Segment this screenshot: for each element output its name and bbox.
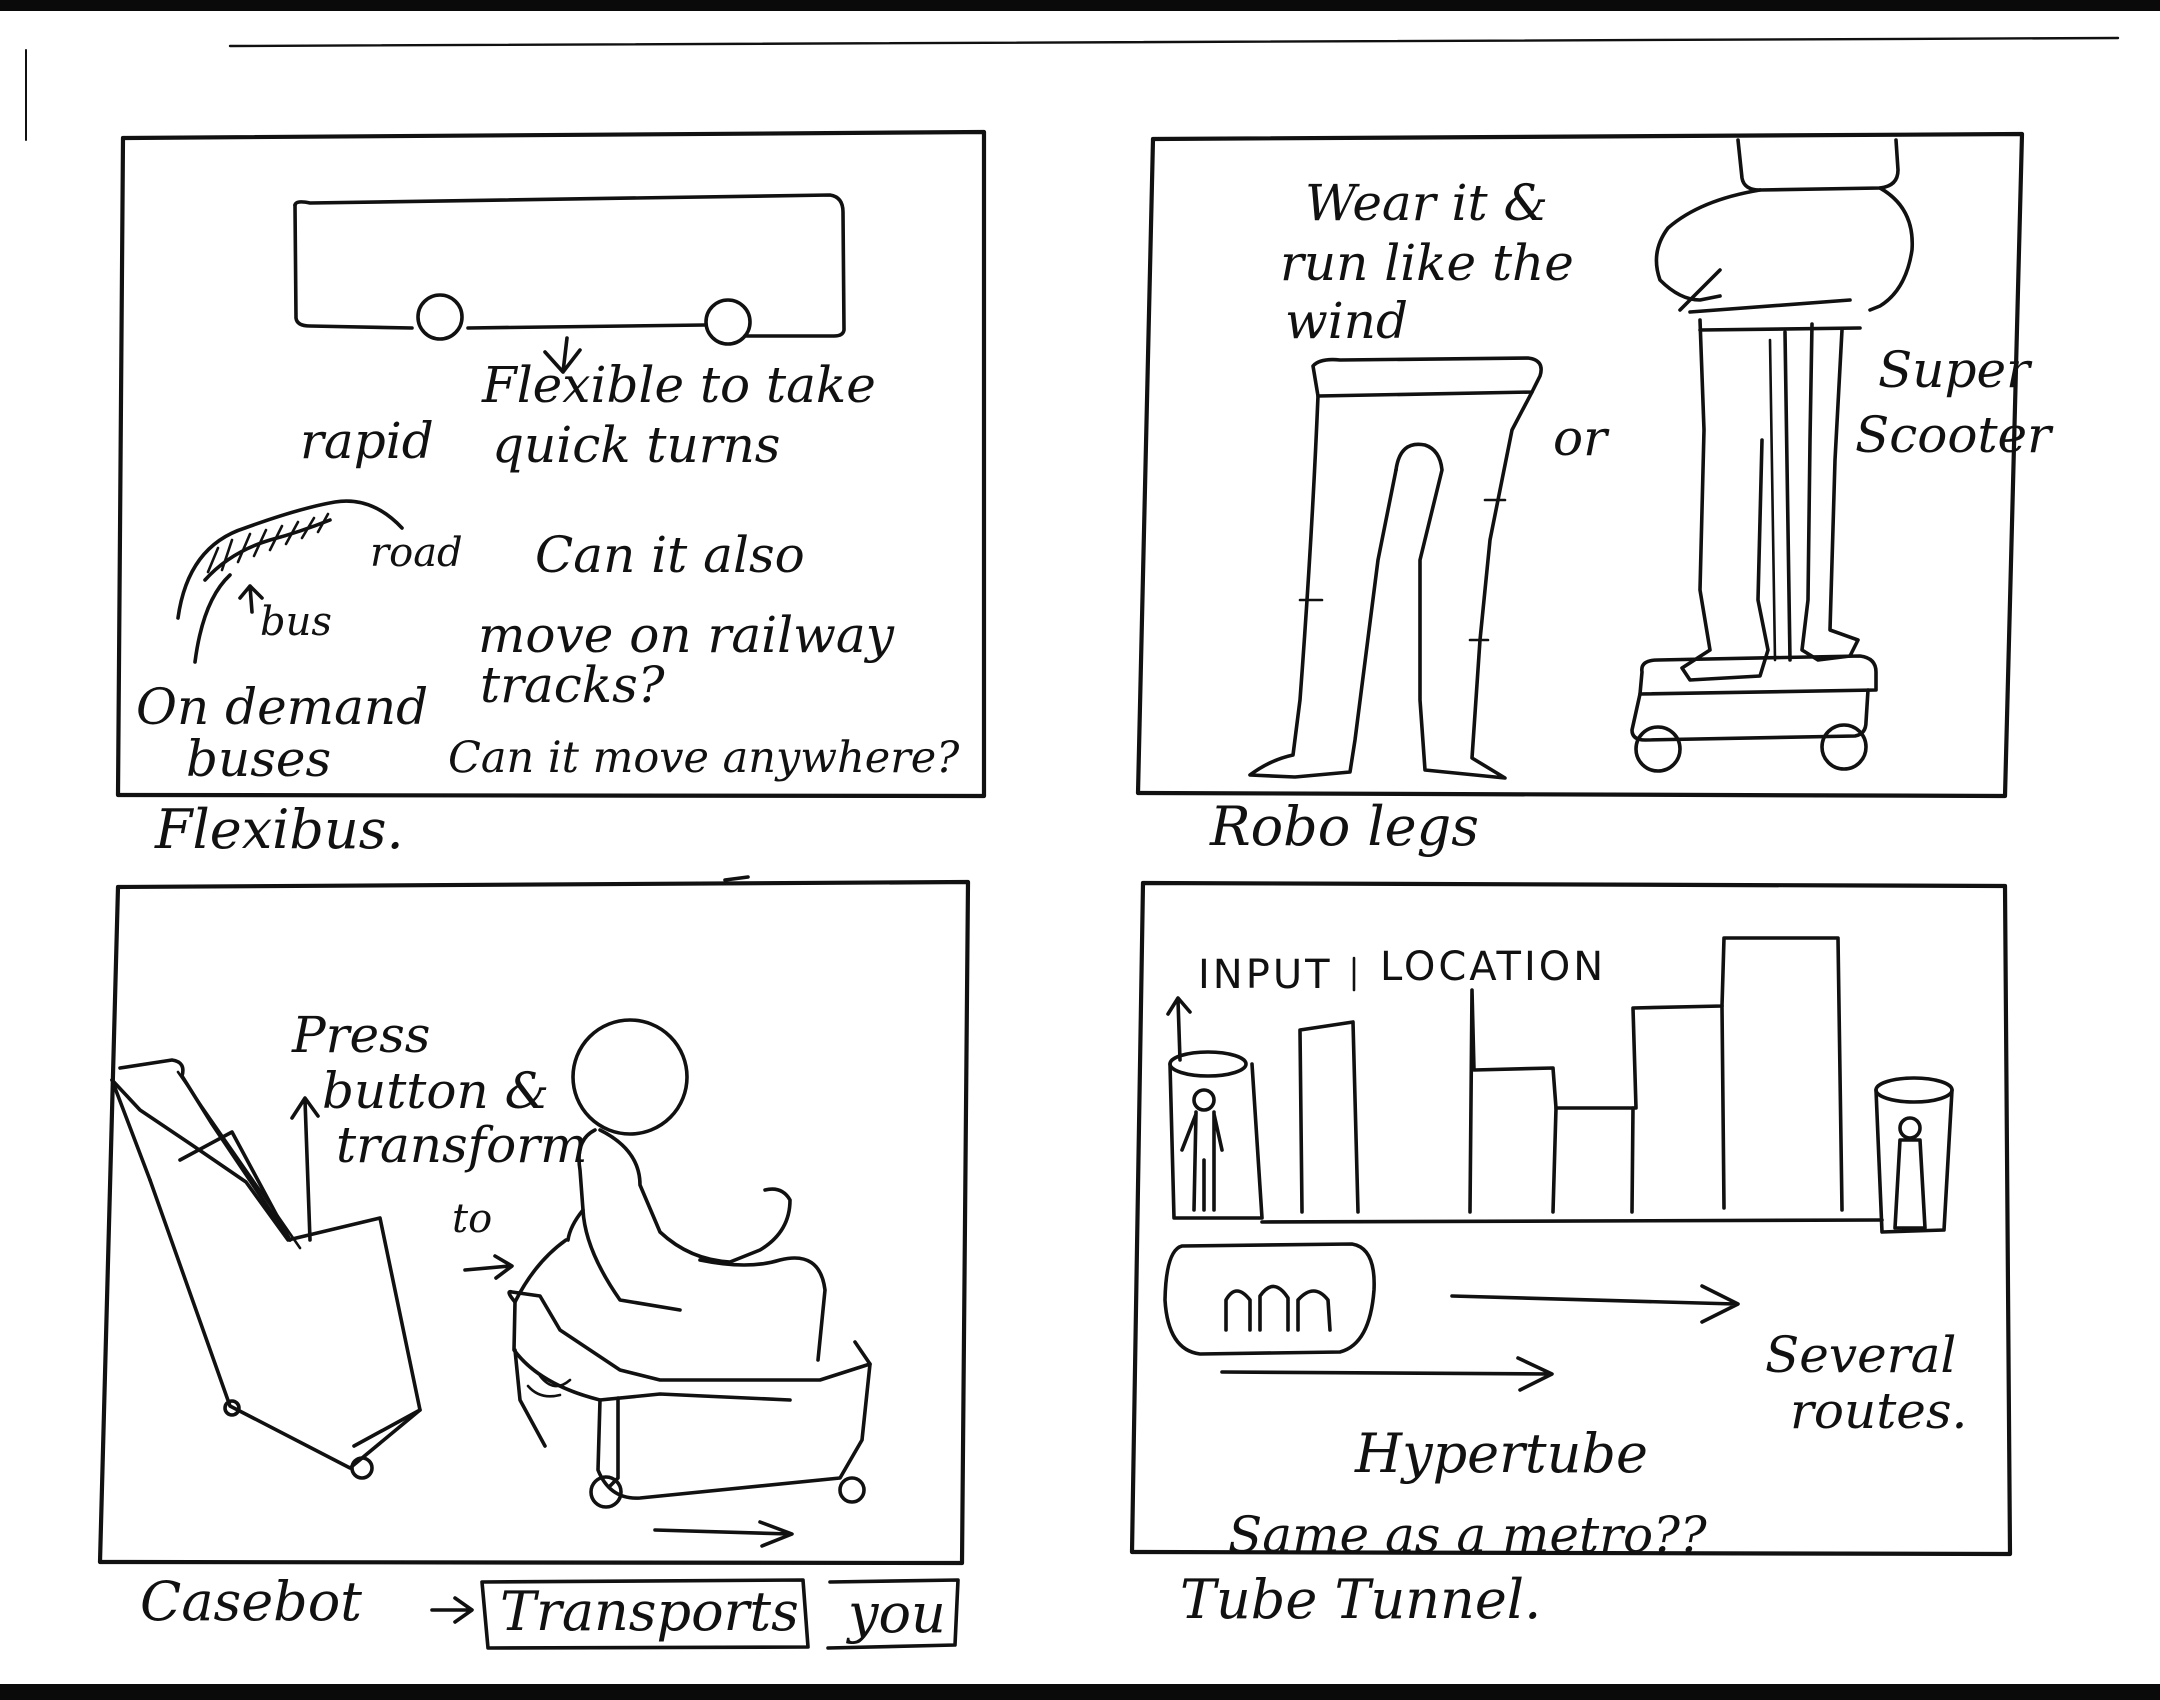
note-wear-it: Wear it & (1305, 174, 1548, 232)
top-rule (230, 38, 2118, 46)
arrow-up-icon (1168, 998, 1190, 1060)
note-routes: routes. (1790, 1382, 1967, 1440)
robot-chair-icon (509, 1020, 870, 1507)
note-to: to (452, 1196, 492, 1242)
panel-tick (725, 877, 748, 880)
robo-legs-icon (1250, 358, 1541, 778)
station-pod-right-icon (1876, 1078, 1952, 1232)
panel-casebot: Press button & transform to Casebot Tran… (100, 877, 968, 1648)
arrow-up-icon (292, 1098, 318, 1240)
tube-capsule-icon (1165, 1244, 1374, 1354)
panel-frame (100, 882, 968, 1563)
note-on-demand: On demand (136, 678, 428, 736)
note-buses: buses (186, 730, 331, 788)
note-wind: wind (1285, 292, 1408, 350)
arrow-right-icon (465, 1256, 512, 1278)
route-arrow-icon (1452, 1286, 1738, 1322)
note-same-as-metro: Same as a metro?? (1228, 1506, 1708, 1564)
note-bus: bus (260, 599, 332, 645)
note-location: LOCATION (1380, 944, 1606, 990)
panel-caption: Tube Tunnel. (1180, 1568, 1541, 1631)
note-rapid: rapid (300, 412, 434, 470)
note-press: Press (291, 1006, 430, 1064)
note-can-it-also: Can it also (535, 526, 805, 584)
note-move-anywhere: Can it move anywhere? (448, 733, 960, 783)
note-super: Super (1878, 341, 2033, 399)
panel-caption: Flexibus. (154, 798, 404, 861)
note-transform: transform (336, 1116, 588, 1174)
note-run-like-wind: run like the (1280, 234, 1574, 292)
caption-arrow-icon (432, 1598, 472, 1622)
note-scooter: Scooter (1855, 406, 2054, 464)
panel-caption: Robo legs (1209, 795, 1479, 858)
route-arrow-icon (1222, 1358, 1552, 1390)
panel-flexibus: Flexible to take rapid quick turns road … (118, 132, 984, 861)
bus-icon (295, 195, 844, 344)
note-quick-turns: quick turns (492, 416, 780, 474)
arrow-right-icon (655, 1522, 792, 1546)
note-button: button & (322, 1062, 549, 1120)
caption-casebot: Casebot (140, 1570, 362, 1633)
note-tracks: tracks? (480, 656, 666, 714)
caption-you: you (846, 1582, 946, 1645)
note-hypertube: Hypertube (1354, 1422, 1648, 1485)
note-input: INPUT (1198, 952, 1333, 998)
panel-robo-legs: Wear it & run like the wind or (1138, 134, 2054, 858)
station-pod-left-icon (1170, 1052, 1262, 1218)
note-several: Several (1765, 1326, 1956, 1384)
top-scan-edge (0, 0, 2160, 11)
note-flexible: Flexible to take (481, 356, 876, 414)
bottom-scan-edge (0, 1684, 2160, 1700)
panel-tube-tunnel: INPUT LOCATION (1132, 883, 2010, 1631)
caption-transports: Transports (500, 1580, 799, 1643)
note-road: road (370, 530, 463, 576)
note-or: or (1553, 409, 1610, 467)
